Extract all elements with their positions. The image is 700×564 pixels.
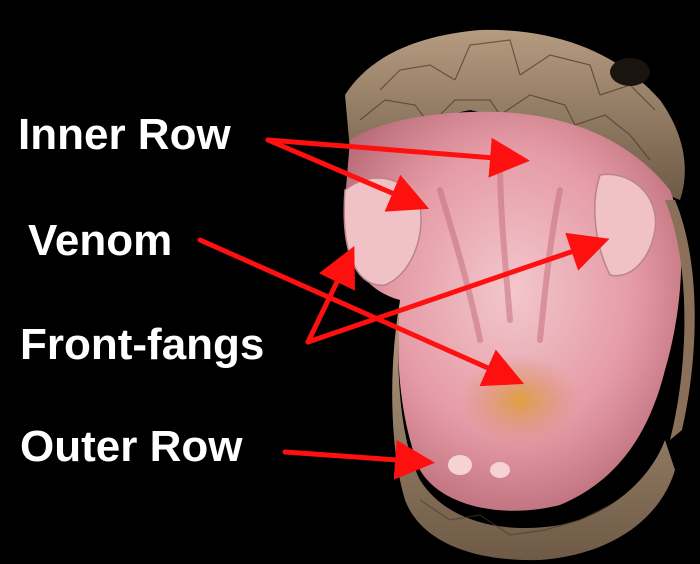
nostril-pit — [610, 58, 650, 86]
outer-row-tooth — [490, 462, 510, 478]
arrow-outer-row — [282, 439, 435, 480]
label-outer-row: Outer Row — [20, 422, 243, 471]
label-venom: Venom — [28, 216, 173, 265]
arrow-venom — [197, 237, 525, 387]
arrow-inner-row-upper — [265, 137, 530, 178]
arrow-front-fangs-left — [305, 245, 355, 345]
annotation-arrows — [197, 137, 610, 480]
label-inner-row: Inner Row — [18, 110, 231, 159]
label-front-fangs: Front-fangs — [20, 320, 265, 369]
venom-pool — [460, 355, 580, 445]
right-fang-sheath — [594, 173, 657, 277]
arrow-front-fangs-right — [305, 232, 610, 345]
outer-row-tooth — [448, 455, 472, 475]
arrow-inner-row-lower — [265, 137, 430, 212]
lower-jaw-scales — [392, 200, 695, 561]
